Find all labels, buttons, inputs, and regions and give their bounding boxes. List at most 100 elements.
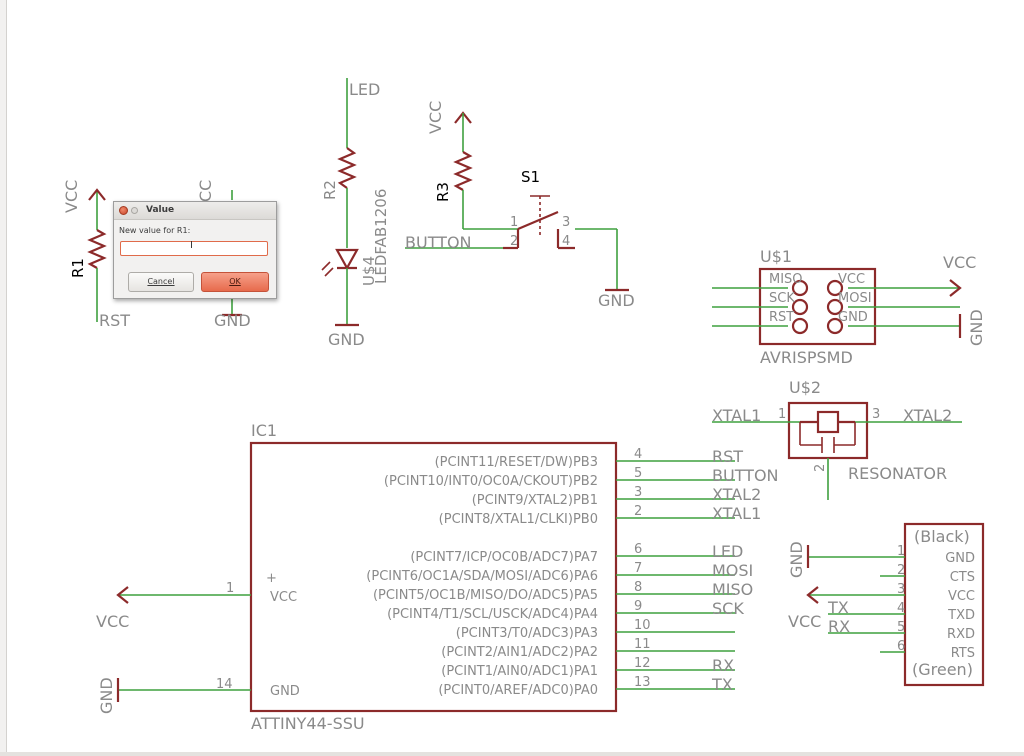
ic-pin-label: (PCINT5/OC1B/MISO/DO/ADC5)PA5: [373, 588, 598, 603]
led-gnd-label: GND: [328, 330, 365, 349]
r1b-gnd-label: GND: [214, 311, 251, 330]
value-input[interactable]: [120, 241, 268, 256]
ftdi-pin-number: 3: [897, 582, 905, 597]
ic-pin-number: 12: [634, 656, 651, 671]
ic-pin-label: (PCINT0/AREF/ADC0)PA0: [438, 683, 598, 698]
ic-pin-label: (PCINT8/XTAL1/CLKI)PB0: [439, 512, 598, 527]
ic-pin-number: 8: [634, 580, 642, 595]
avr-pin-miso: MISO: [769, 272, 803, 287]
ic-gnd-net-label: GND: [97, 677, 116, 714]
ic-gnd-pin-label: GND: [270, 684, 300, 699]
ic-pin1-num: 1: [226, 581, 234, 596]
ic-vcc-net-label: VCC: [96, 612, 129, 631]
avr-pin-gnd: GND: [838, 310, 868, 325]
avr-name-label: U$1: [760, 247, 792, 266]
ic-pin-label: (PCINT10/INT0/OC0A/CKOUT)PB2: [384, 474, 598, 489]
ftdi-pin-label: GND: [945, 551, 975, 566]
ftdi-pin-number: 5: [897, 620, 905, 635]
s1-pin1-label: 1: [510, 215, 518, 230]
ic-pin-net-label: LED: [712, 542, 743, 561]
ic-vcc-pin-label: VCC: [270, 590, 297, 605]
ic-pin-number: 13: [634, 675, 651, 690]
ftdi-top-label: (Black): [914, 527, 970, 546]
ftdi-pin-number: 2: [897, 563, 905, 578]
dialog-titlebar[interactable]: Value: [114, 202, 276, 220]
ic-pin-number: 9: [634, 599, 642, 614]
ic-pin-number: 11: [634, 637, 651, 652]
ic-pin-net-label: MISO: [712, 580, 753, 599]
ic-pin-label: (PCINT1/AIN0/ADC1)PA1: [441, 664, 598, 679]
button-vcc-label: VCC: [426, 101, 445, 134]
ic-pin-number: 3: [634, 485, 642, 500]
ftdi-pin-number: 4: [897, 601, 905, 616]
ic-pin-number: 10: [634, 618, 651, 633]
resonator-xtal2-label: XTAL2: [903, 406, 952, 425]
minimize-icon[interactable]: [131, 207, 138, 214]
value-dialog[interactable]: Value New value for R1: I Cancel OK: [113, 201, 277, 299]
button-gnd-label: GND: [598, 291, 635, 310]
avr-pin-mosi: MOSI: [838, 291, 872, 306]
ic-pin-net-label: SCK: [712, 599, 744, 618]
resistor-r1[interactable]: VCC R1 RST: [62, 180, 130, 330]
led-name-label: U$4: [360, 256, 378, 286]
resonator[interactable]: U$2 1 3 2 XTAL1 XTAL2 RESONATOR: [712, 378, 962, 500]
ftdi-pin-number: 1: [897, 544, 905, 559]
ic-pin-net-label: BUTTON: [712, 466, 779, 485]
ftdi-bottom-label: (Green): [912, 660, 973, 679]
led-block[interactable]: LED R2 U$4 LEDFAB1206 GND: [321, 78, 390, 349]
bottom-edge-strip: [0, 752, 1024, 756]
r1-vcc-label: VCC: [62, 180, 81, 213]
avr-gnd-label: GND: [967, 309, 986, 346]
resonator-pin3: 3: [872, 407, 880, 422]
avr-value-label: AVRISPSMD: [760, 348, 853, 367]
ftdi-gnd-label: GND: [787, 541, 806, 578]
ic-pin-number: 5: [634, 466, 642, 481]
resonator-pin1: 1: [778, 407, 786, 422]
ic-pin-label: (PCINT6/OC1A/SDA/MOSI/ADC6)PA6: [366, 569, 598, 584]
cancel-button[interactable]: Cancel: [128, 272, 194, 292]
ic-pin-net-label: RX: [712, 656, 734, 675]
ftdi-rx-label: RX: [828, 617, 850, 636]
avr-pin-vcc: VCC: [838, 272, 865, 287]
r2-name-label: R2: [321, 180, 339, 200]
ftdi-tx-label: TX: [827, 598, 849, 617]
ok-button-label: OK: [229, 277, 241, 286]
ic-pin-net-label: TX: [711, 675, 733, 694]
ic-pin-label: (PCINT2/AIN1/ADC2)PA2: [441, 645, 598, 660]
ftdi-pin-label: RTS: [951, 646, 975, 661]
button-block[interactable]: VCC R3 S1 1 2 3 4 BUTTON GND: [405, 101, 635, 310]
avr-vcc-label: VCC: [943, 253, 976, 272]
s1-pin4-label: 4: [562, 234, 570, 249]
ic-pin-label: (PCINT4/T1/SCL/USCK/ADC4)PA4: [387, 607, 598, 622]
ic1-attiny44[interactable]: IC1 ATTINY44-SSU + VCC GND 1 VCC 14 GND …: [96, 421, 779, 733]
ic-pin-label: (PCINT7/ICP/OC0B/ADC7)PA7: [410, 550, 598, 565]
ftdi-pin-label: RXD: [947, 627, 975, 642]
ftdi-pin-label: TXD: [947, 608, 975, 623]
ic-name-label: IC1: [251, 421, 277, 440]
led-net-label: LED: [349, 80, 380, 99]
left-margin-strip: [0, 0, 7, 756]
close-icon[interactable]: [119, 206, 128, 215]
ftdi-pin-label: CTS: [950, 570, 975, 585]
text-cursor-icon: I: [190, 240, 193, 251]
s1-pin2-label: 2: [510, 234, 518, 249]
ic-pin-net-label: XTAL2: [712, 485, 761, 504]
ic-pin14-num: 14: [216, 677, 233, 692]
ic-plus-mark: +: [266, 571, 277, 586]
avr-header[interactable]: U$1 MISO SCK RST VCC MOSI GND AVRISPSMD …: [712, 247, 986, 367]
dialog-prompt: New value for R1:: [119, 226, 191, 235]
s1-name-label: S1: [521, 168, 540, 186]
ftdi-pin-label: VCC: [948, 589, 975, 604]
ic-pin-net-label: XTAL1: [712, 504, 761, 523]
dialog-title: Value: [146, 205, 175, 215]
ic-pin-net-label: MOSI: [712, 561, 753, 580]
resonator-value-label: RESONATOR: [848, 464, 947, 483]
r1-rst-label: RST: [99, 311, 130, 330]
ic-pin-number: 2: [634, 504, 642, 519]
s1-pin3-label: 3: [562, 215, 570, 230]
ok-button[interactable]: OK: [201, 272, 269, 292]
avr-pin-sck: SCK: [769, 291, 795, 306]
